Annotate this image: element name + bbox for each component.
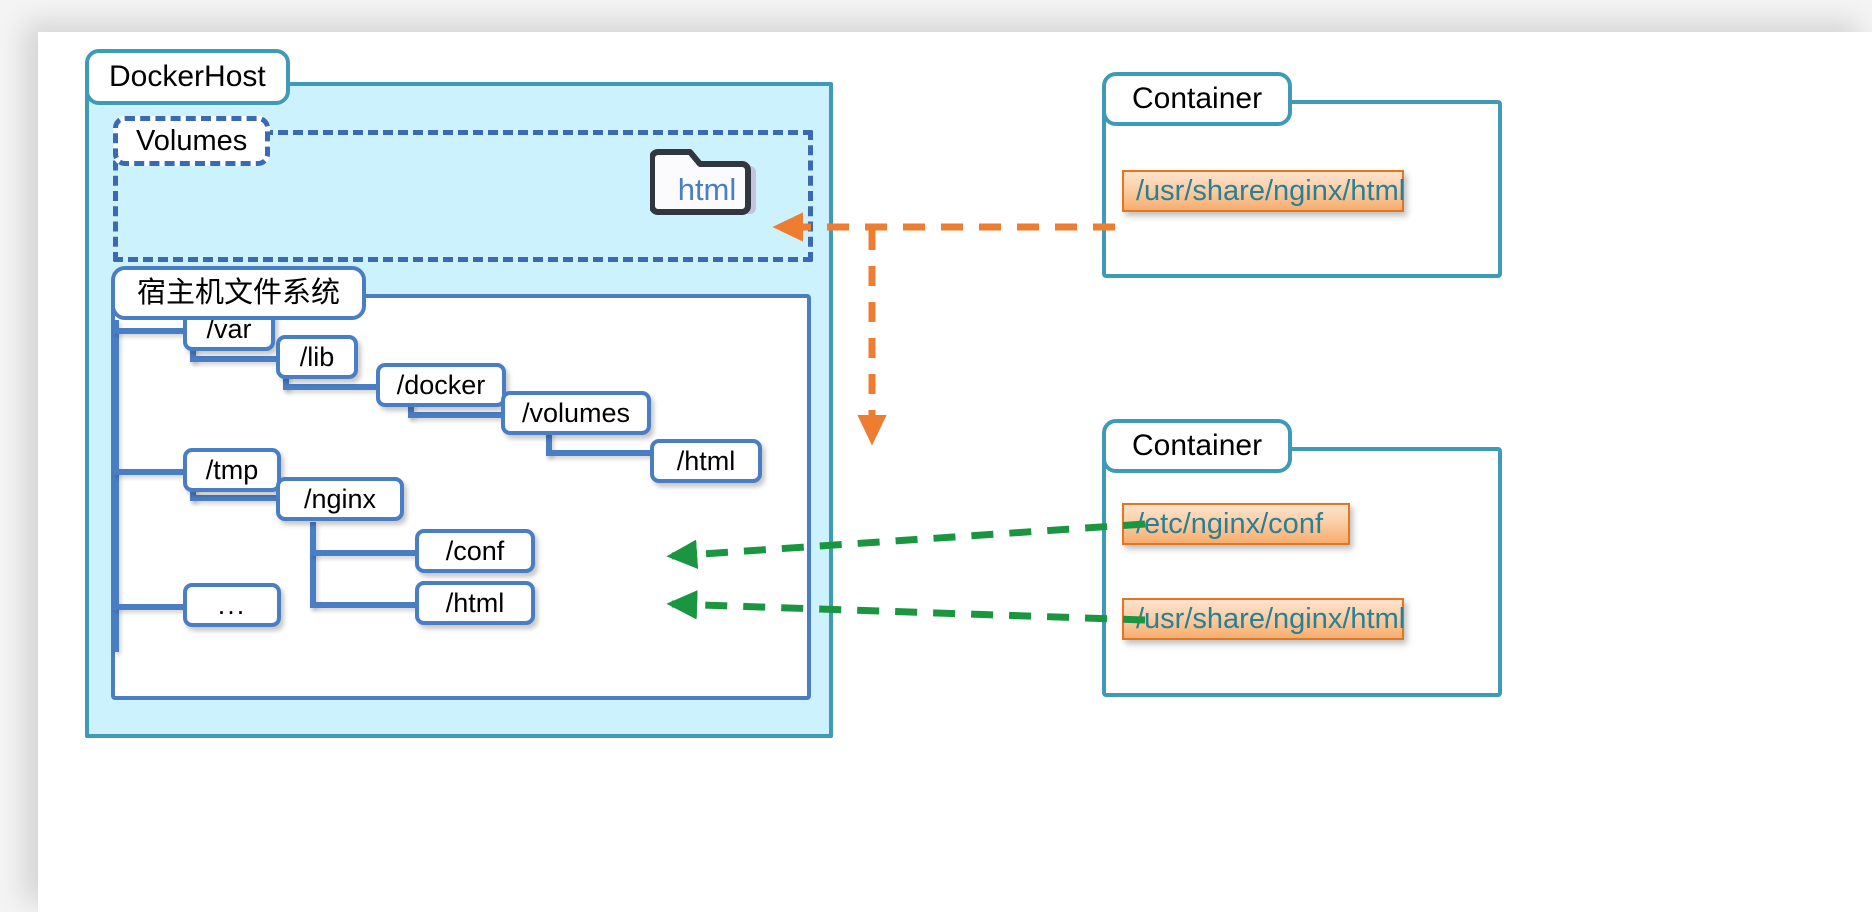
dockerhost-header: DockerHost — [85, 49, 290, 105]
container-bottom-header: Container — [1102, 419, 1293, 473]
fs-volumes-html-label: /html — [676, 445, 736, 476]
fs-node-nginx-label: /nginx — [303, 483, 377, 514]
host-filesystem-header: 宿主机文件系统 — [111, 266, 367, 320]
container-bottom-box: Container — [1102, 419, 1502, 697]
fs-node-docker-label: /docker — [396, 369, 486, 400]
dockerhost-label: DockerHost — [109, 60, 266, 93]
tree-conn-lib-docker — [283, 384, 383, 390]
tree-conn-var-lib — [190, 356, 300, 362]
tree-conn-tmp — [113, 469, 183, 475]
tree-spine — [113, 320, 119, 652]
fs-nginx-conf-label: /conf — [445, 535, 505, 566]
fs-nginx-conf[interactable]: /conf — [415, 529, 535, 573]
fs-node-lib-label: /lib — [299, 341, 335, 372]
volumes-label: Volumes — [136, 124, 248, 157]
fs-node-nginx[interactable]: /nginx — [276, 477, 404, 521]
tree-conn-tmp-nginx — [190, 495, 298, 501]
fs-nginx-html[interactable]: /html — [415, 581, 535, 625]
container-bottom-label: Container — [1132, 429, 1263, 462]
tree-conn-var — [113, 328, 183, 334]
container-top-mount[interactable]: /usr/share/nginx/html — [1122, 170, 1406, 212]
fs-node-ellipsis[interactable]: ... — [183, 583, 281, 627]
host-filesystem-label: 宿主机文件系统 — [137, 276, 341, 309]
volumes-box — [113, 130, 813, 262]
diagram-canvas: DockerHost Volumes html 宿主机文件系统 — [38, 32, 1872, 912]
container-bottom-mount-html[interactable]: /usr/share/nginx/html — [1122, 598, 1406, 640]
tree-conn-nginx-conf — [310, 550, 420, 556]
fs-volumes-html[interactable]: /html — [650, 439, 762, 483]
tree-conn-nginx-html — [310, 602, 420, 608]
fs-node-ellipsis-label: ... — [217, 589, 247, 620]
fs-node-tmp[interactable]: /tmp — [183, 448, 281, 492]
tree-conn-volumes-html — [546, 450, 656, 456]
container-top-label: Container — [1132, 82, 1263, 115]
container-bottom-mount-conf-label: /etc/nginx/conf — [1136, 507, 1323, 540]
tree-conn-nginx-down — [310, 522, 316, 607]
fs-node-volumes[interactable]: /volumes — [501, 391, 651, 435]
container-top-header: Container — [1102, 72, 1293, 126]
container-top-mount-label: /usr/share/nginx/html — [1136, 174, 1406, 207]
container-bottom-mount-html-label: /usr/share/nginx/html — [1136, 602, 1406, 635]
volumes-folder-html[interactable]: html — [649, 142, 764, 222]
fs-node-docker[interactable]: /docker — [376, 363, 506, 407]
fs-node-tmp-label: /tmp — [205, 454, 259, 485]
container-bottom-mount-conf[interactable]: /etc/nginx/conf — [1122, 503, 1350, 545]
fs-node-volumes-label: /volumes — [521, 397, 631, 428]
tree-conn-ellipsis — [113, 604, 183, 610]
container-bottom-body — [1102, 447, 1502, 697]
fs-node-lib[interactable]: /lib — [276, 335, 358, 379]
tree-conn-docker-volumes — [408, 412, 508, 418]
volumes-header: Volumes — [113, 116, 271, 166]
fs-nginx-html-label: /html — [445, 587, 505, 618]
folder-icon — [649, 149, 756, 215]
